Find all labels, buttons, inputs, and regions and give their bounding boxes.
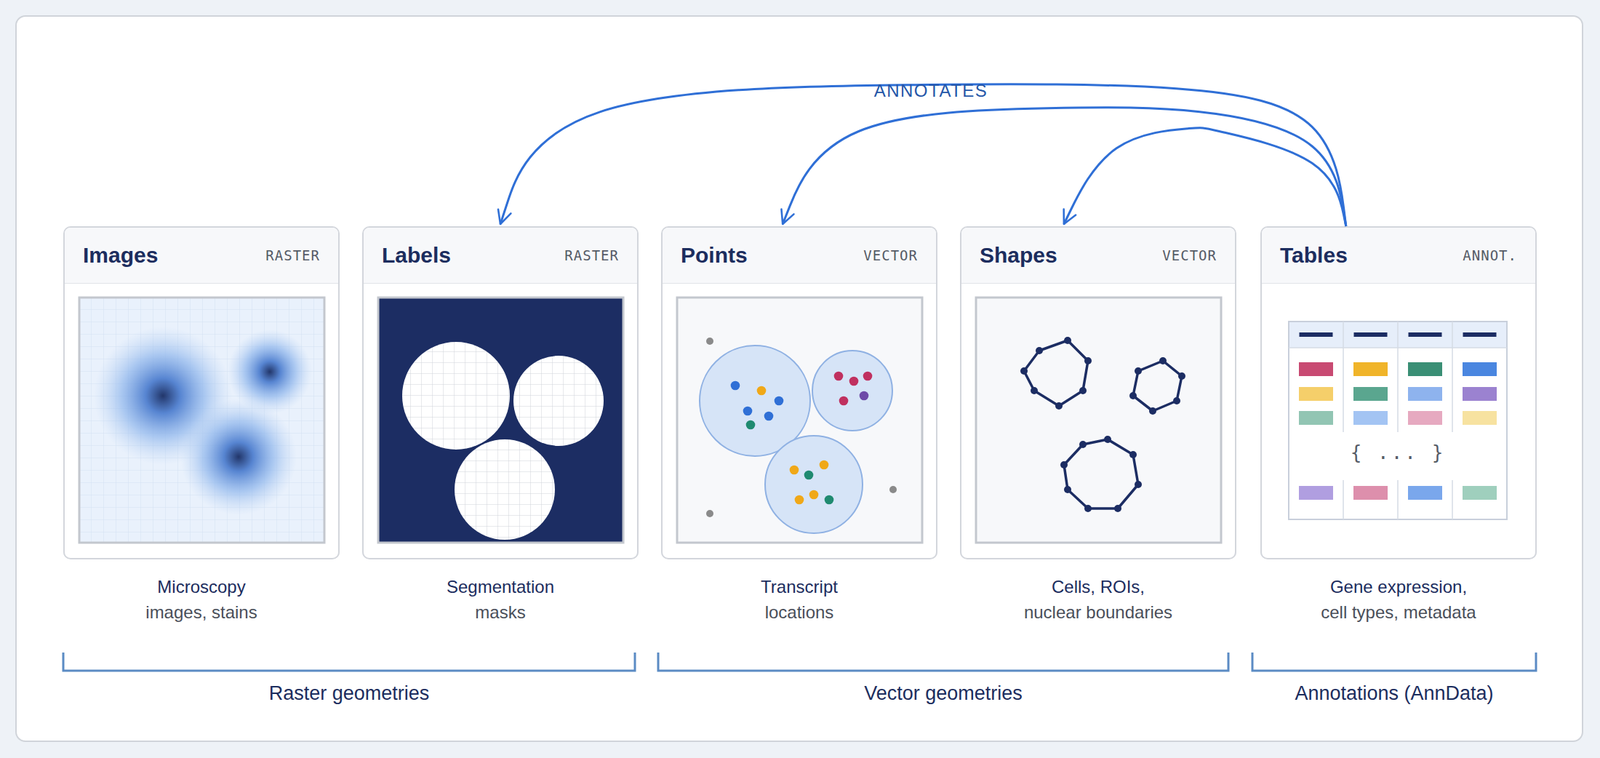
group-bracket [658,652,1229,671]
geometry-tag: RASTER [564,247,619,264]
annotates-arrow [1064,128,1347,227]
card-header: Labels RASTER [363,227,638,284]
geometry-tag: ANNOT. [1462,247,1518,264]
geometry-tag: RASTER [265,247,320,264]
card-title: Points [680,242,748,268]
table-ellipsis: { ... } [1350,441,1446,464]
layer-card: PointsVECTORTranscriptlocations [661,226,938,560]
card-title: Labels [381,242,451,268]
caption-line: locations [655,599,944,625]
layer-card: LabelsRASTERSegmentationmasks [362,226,639,560]
card-header: Points VECTOR [662,227,936,284]
caption-line: nuclear boundaries [954,599,1243,625]
caption-line: images, stains [57,599,346,625]
card-caption: Gene expression,cell types, metadata [1254,573,1543,625]
card-header: Images RASTER [64,227,339,284]
caption-line: Transcript [655,573,944,600]
group-bracket [1252,652,1536,671]
card-caption: Microscopyimages, stains [57,573,346,625]
caption-line: Segmentation [356,573,645,600]
caption-line: cell types, metadata [1254,599,1543,625]
card-caption: Cells, ROIs,nuclear boundaries [954,573,1243,625]
group-bracket [63,652,635,671]
annotates-arrow [500,84,1347,227]
card-title: Tables [1280,242,1348,268]
geometry-tag: VECTOR [1162,247,1217,264]
group-label: Vector geometries [864,682,1023,705]
card-caption: Segmentationmasks [356,573,645,625]
annotates-arrow [782,107,1347,227]
layer-card: ImagesRASTERMicroscopyimages, stains [63,226,340,560]
geometry-tag: VECTOR [863,247,918,264]
layer-card: ShapesVECTORCells, ROIs,nuclear boundari… [960,226,1237,560]
caption-line: masks [356,599,645,625]
card-caption: Transcriptlocations [655,573,944,625]
card-title: Images [82,242,158,268]
caption-line: Microscopy [57,573,346,600]
card-title: Shapes [979,242,1058,268]
caption-line: Gene expression, [1254,573,1543,600]
card-header: Tables ANNOT. [1261,227,1536,284]
caption-line: Cells, ROIs, [954,573,1243,600]
brackets [63,652,1536,671]
group-label: Annotations (AnnData) [1294,682,1494,705]
layer-card: TablesANNOT.Gene expression,cell types, … [1260,226,1537,560]
group-label: Raster geometries [269,682,430,705]
edge-label: ANNOTATES [874,80,989,102]
card-header: Shapes VECTOR [961,227,1235,284]
